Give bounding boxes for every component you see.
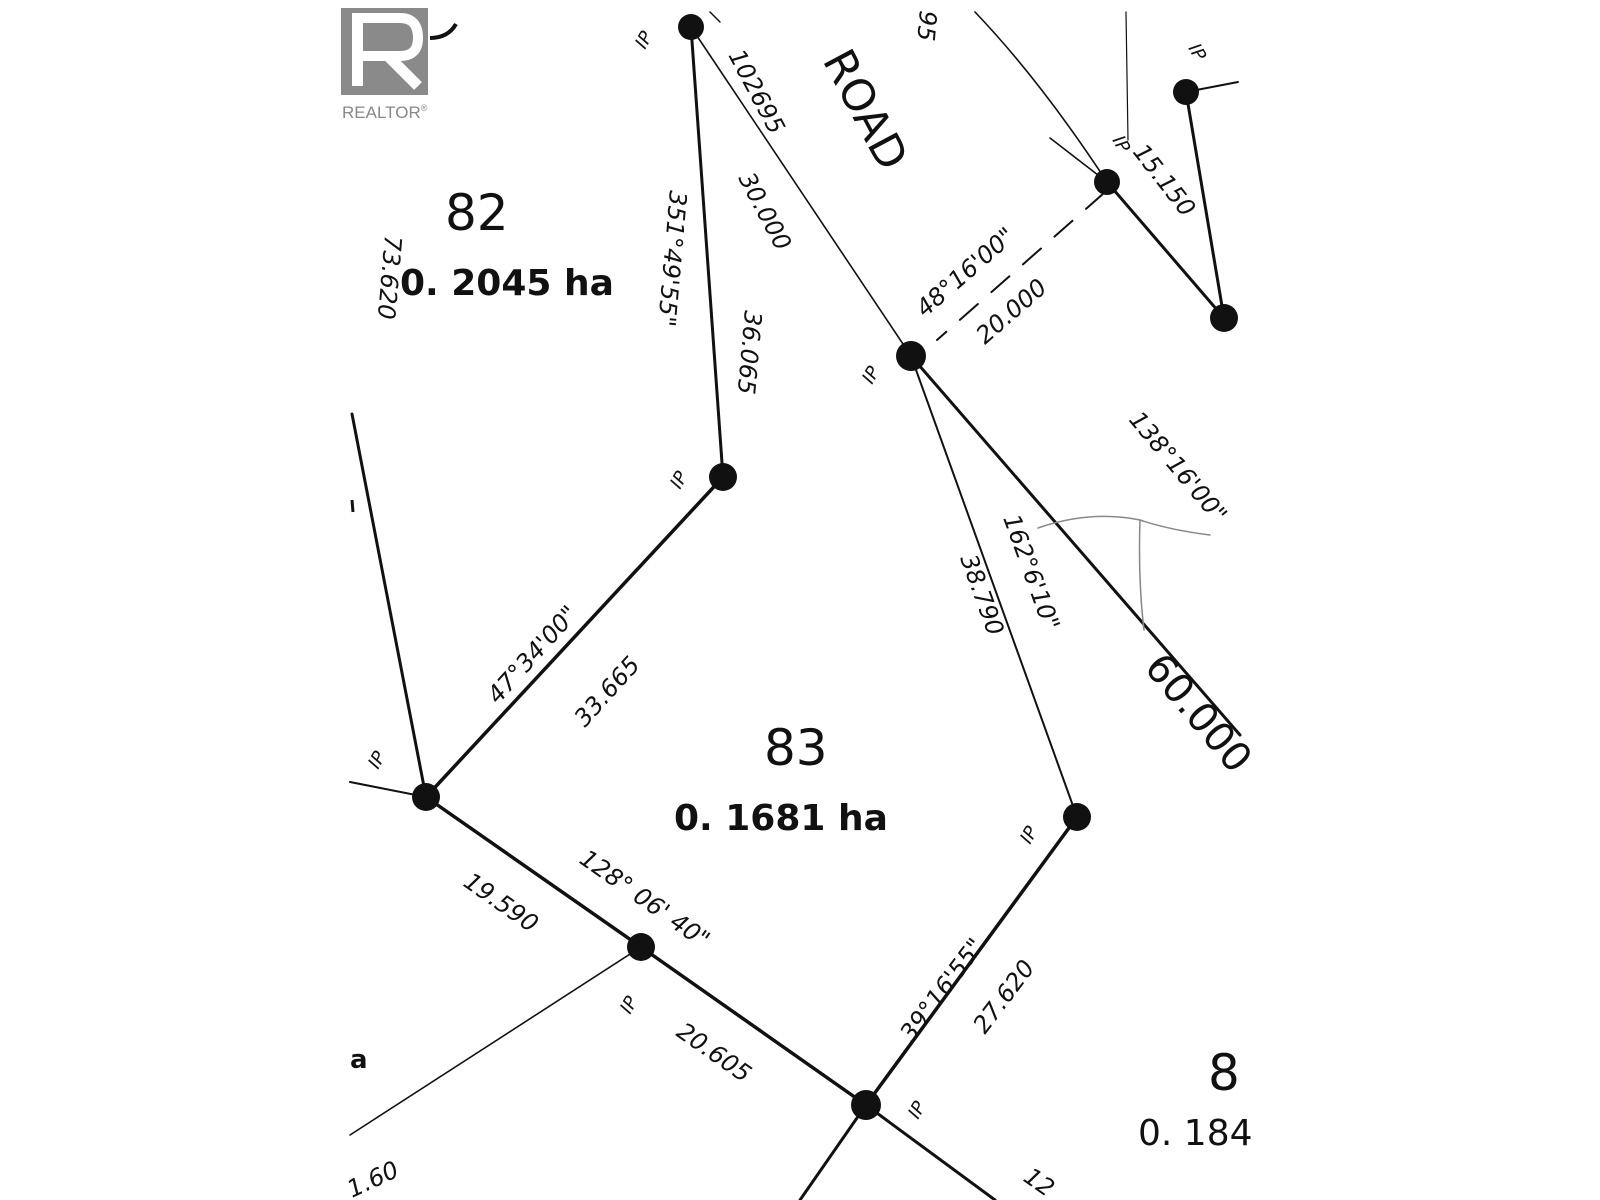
- sw-length-b: 20.605: [672, 1017, 757, 1088]
- bottom-left-length: 1.60: [343, 1155, 403, 1200]
- corner-95-label: 95: [911, 9, 942, 42]
- lot83-east-bearing: 162°6'10": [997, 510, 1065, 634]
- iron-pin-marker: [1063, 803, 1091, 831]
- realtor-logo: REALTOR®: [341, 8, 458, 122]
- bottom-right-length: 12: [1019, 1162, 1060, 1200]
- lot-82-number: 82: [445, 184, 509, 242]
- lot82-east-length: 36.065: [732, 309, 767, 395]
- sw-length-a: 19.590: [459, 867, 544, 938]
- iron-pin-marker: [851, 1090, 881, 1120]
- road-width-label: 20.000: [971, 273, 1053, 349]
- road-segment-label: 30.000: [733, 168, 797, 255]
- ip-label: IP: [1016, 823, 1042, 848]
- lot82-west-length: 73.620: [372, 234, 407, 320]
- lot-82-area: 0. 2045 ha: [400, 263, 614, 304]
- ne-bearing-label: 138°16'00": [1123, 406, 1232, 529]
- ip-label: IP: [1184, 40, 1210, 65]
- ip-label: IP: [904, 1098, 930, 1123]
- lot83-bearing-47: 47°34'00": [482, 600, 584, 709]
- iron-pin-marker: [678, 14, 704, 40]
- edge-tick: [350, 499, 355, 513]
- lot-85-area: 0. 184: [1138, 1113, 1253, 1154]
- lot82-east-bearing: 351°49'55": [652, 189, 692, 327]
- iron-pin-marker: [412, 783, 440, 811]
- road-label: ROAD: [812, 41, 917, 178]
- ip-label: IP: [858, 363, 884, 388]
- se-length-label: 27.620: [967, 955, 1040, 1039]
- left-cut-label: a: [350, 1045, 368, 1075]
- se-bearing-label: 39°16'55": [894, 933, 989, 1047]
- realtor-logo-text: REALTOR®: [342, 103, 428, 122]
- iron-pin-marker: [1173, 79, 1199, 105]
- northeast-length: 15.150: [1127, 138, 1201, 221]
- ip-label: IP: [666, 468, 692, 493]
- iron-pin-marker: [1210, 304, 1238, 332]
- lot-83-area: 0. 1681 ha: [674, 798, 888, 839]
- road-frontage-length: 60.000: [1135, 645, 1260, 782]
- iron-pins: [412, 14, 1238, 1120]
- boundary-lines: [349, 11, 1242, 1200]
- ip-label: IP: [616, 993, 642, 1018]
- iron-pin-marker: [627, 933, 655, 961]
- iron-pin-marker: [1094, 169, 1120, 195]
- lot-85-number: 8: [1208, 1044, 1240, 1102]
- lot83-length-33: 33.665: [569, 651, 646, 732]
- ip-label: IP: [364, 748, 390, 773]
- ip-label: IP: [631, 28, 657, 53]
- iron-pin-marker: [896, 341, 926, 371]
- lot83-east-length: 38.790: [954, 550, 1009, 638]
- lot-83-number: 83: [764, 719, 828, 777]
- iron-pin-marker: [709, 463, 737, 491]
